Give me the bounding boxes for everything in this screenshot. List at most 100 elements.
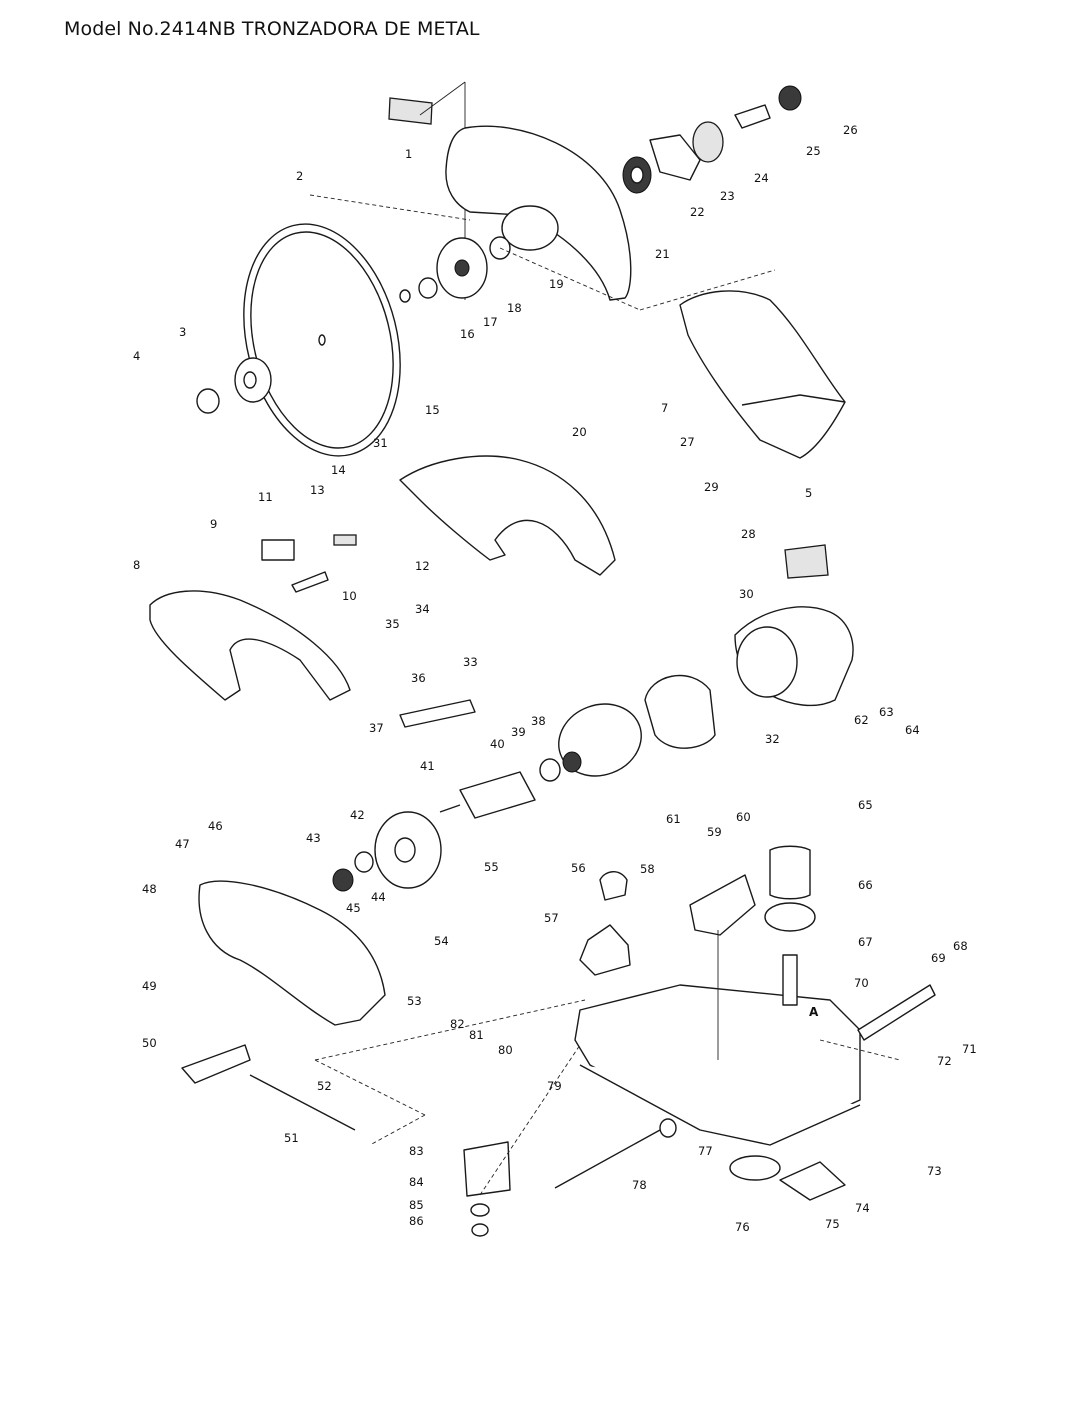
callout-65: 65 [858,798,873,812]
callout-33: 33 [463,655,478,669]
callout-70: 70 [854,976,869,990]
callout-35: 35 [385,617,400,631]
page-title: Model No.2414NB TRONZADORA DE METAL [64,18,480,40]
callout-32: 32 [765,732,780,746]
callout-4: 4 [133,349,140,363]
safety-cover [679,290,846,459]
callout-39: 39 [511,725,526,739]
callout-7: 7 [661,401,668,415]
callout-62: 62 [854,713,869,727]
armature [399,699,582,819]
motor-housing [734,544,854,707]
callout-1: 1 [405,147,412,161]
callout-83: 83 [409,1144,424,1158]
callout-25: 25 [806,144,821,158]
callout-81: 81 [469,1028,484,1042]
callout-63: 63 [879,705,894,719]
callout-68: 68 [953,939,968,953]
callout-52: 52 [317,1079,332,1093]
callout-54: 54 [434,934,449,948]
callout-36: 36 [411,671,426,685]
callout-22: 22 [690,205,705,219]
callout-34: 34 [415,602,430,616]
callout-58: 58 [640,862,655,876]
callout-79: 79 [547,1079,562,1093]
handle-assembly [149,455,616,701]
callout-74: 74 [855,1201,870,1215]
callout-57: 57 [544,911,559,925]
vise-assembly [181,871,756,1197]
callout-9: 9 [210,517,217,531]
callout-29: 29 [704,480,719,494]
callout-47: 47 [175,837,190,851]
callout-77: 77 [698,1144,713,1158]
callout-69: 69 [931,951,946,965]
callout-15: 15 [425,403,440,417]
callout-28: 28 [741,527,756,541]
callout-numbers: 1 2 3 4 5 7 8 9 10 11 12 13 14 15 16 17 … [133,123,977,1234]
base [574,984,861,1146]
callout-8: 8 [133,558,140,572]
callout-61: 61 [666,812,681,826]
callout-41: 41 [420,759,435,773]
callout-48: 48 [142,882,157,896]
base-hardware [470,1118,846,1237]
blade-guard [445,125,632,301]
callout-43: 43 [306,831,321,845]
callout-31: 31 [373,436,388,450]
callout-51: 51 [284,1131,299,1145]
callout-10: 10 [342,589,357,603]
callout-85: 85 [409,1198,424,1212]
callout-84: 84 [409,1175,424,1189]
cut-off-wheel [243,223,401,457]
callout-60: 60 [736,810,751,824]
callout-40: 40 [490,737,505,751]
callout-37: 37 [369,721,384,735]
callout-14: 14 [331,463,346,477]
spring-and-cushion [764,845,936,1041]
callout-50: 50 [142,1036,157,1050]
callout-30: 30 [739,587,754,601]
callout-42: 42 [350,808,365,822]
callout-56: 56 [571,861,586,875]
callout-76: 76 [735,1220,750,1234]
callout-21: 21 [655,247,670,261]
callout-53: 53 [407,994,422,1008]
callout-5: 5 [805,486,812,500]
callout-16: 16 [460,327,475,341]
callout-67: 67 [858,935,873,949]
callout-46: 46 [208,819,223,833]
callout-45: 45 [346,901,361,915]
callout-78: 78 [632,1178,647,1192]
callout-44: 44 [371,890,386,904]
callout-71: 71 [962,1042,977,1056]
callout-11: 11 [258,490,273,504]
callout-20: 20 [572,425,587,439]
callout-73: 73 [927,1164,942,1178]
callout-64: 64 [905,723,920,737]
callout-2: 2 [296,169,303,183]
fan-and-gear-housing [198,811,442,1026]
callout-17: 17 [483,315,498,329]
callout-55: 55 [484,860,499,874]
reference-mark-a: A [809,1005,819,1019]
callout-86: 86 [409,1214,424,1228]
leader-lines [309,81,901,1196]
spindle-bearings [622,85,802,194]
callout-3: 3 [179,325,186,339]
callout-38: 38 [531,714,546,728]
callout-59: 59 [707,825,722,839]
callout-27: 27 [680,435,695,449]
callout-80: 80 [498,1043,513,1057]
callout-82: 82 [450,1017,465,1031]
callout-19: 19 [549,277,564,291]
callout-23: 23 [720,189,735,203]
callout-72: 72 [937,1054,952,1068]
callout-75: 75 [825,1217,840,1231]
callout-13: 13 [310,483,325,497]
callout-12: 12 [415,559,430,573]
switch-and-trigger [261,534,357,593]
callout-26: 26 [843,123,858,137]
callout-66: 66 [858,878,873,892]
